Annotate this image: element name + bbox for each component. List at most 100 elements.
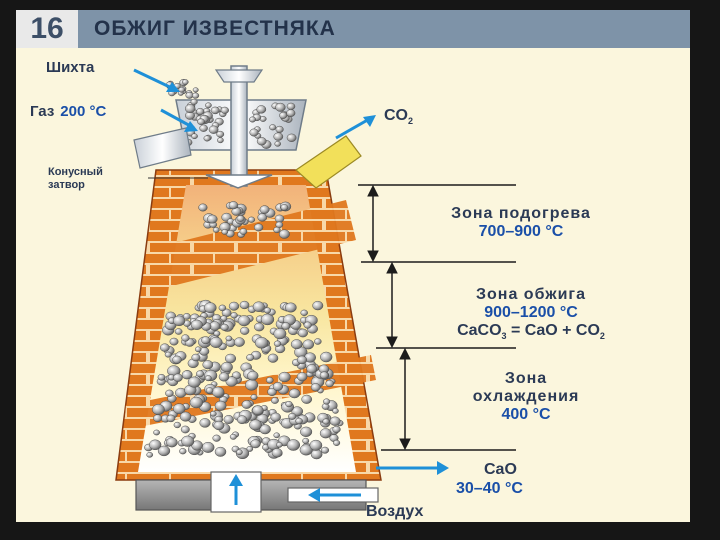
stone <box>192 92 200 99</box>
stone <box>259 424 271 435</box>
stone <box>273 432 280 439</box>
stone <box>198 203 208 212</box>
stone <box>247 370 259 381</box>
flow-arrows <box>133 68 449 505</box>
stone <box>273 226 281 234</box>
stone <box>212 434 221 442</box>
stone <box>286 109 296 117</box>
gas-name: Газ <box>30 103 54 120</box>
stone <box>281 322 291 330</box>
stone <box>286 102 296 111</box>
stone <box>201 441 215 453</box>
stone <box>178 86 185 93</box>
stone <box>309 439 323 451</box>
stone <box>208 125 219 134</box>
stone <box>146 451 154 458</box>
co2-subscript: 2 <box>408 116 413 126</box>
hopper-stones <box>165 78 297 149</box>
stone <box>237 315 251 327</box>
stone <box>153 414 163 423</box>
stone <box>209 410 217 417</box>
stone <box>285 400 293 408</box>
cooling-zone-name-2: охлаждения <box>473 388 580 405</box>
stone <box>181 435 195 447</box>
preheat-dim-bottom <box>367 250 379 263</box>
stone <box>213 330 221 337</box>
stone <box>274 140 281 147</box>
stone <box>199 418 211 428</box>
stone <box>325 379 334 388</box>
stone <box>192 87 199 93</box>
stone <box>182 313 191 320</box>
stone <box>332 425 341 433</box>
stone <box>181 334 190 342</box>
stone <box>174 328 183 335</box>
cone-gate-label-1: Конусный <box>48 166 103 178</box>
stone <box>250 439 261 449</box>
stone <box>275 125 284 133</box>
stone <box>239 300 250 310</box>
stone <box>228 301 240 311</box>
stone <box>240 326 250 335</box>
product-temp: 30–40 °С <box>456 480 523 497</box>
burning-dim-bottom <box>386 336 398 349</box>
gas-arrow-head <box>184 121 198 132</box>
stone <box>213 420 225 431</box>
stone <box>196 107 205 116</box>
stone <box>322 418 330 425</box>
stone <box>296 355 308 365</box>
air-in-arrow-head <box>308 488 320 502</box>
charge-arrow <box>133 68 177 92</box>
stone <box>271 448 283 458</box>
stone <box>266 376 274 384</box>
stone <box>270 397 279 404</box>
cooling-dim-bottom <box>399 438 411 451</box>
stone <box>221 229 229 235</box>
burning-dim-top <box>386 261 398 274</box>
stone <box>247 216 256 223</box>
cooling-dim-top <box>399 347 411 360</box>
gas-label: Газ 200 °С <box>30 103 106 120</box>
stone <box>250 394 258 401</box>
stone <box>273 328 287 340</box>
stone <box>189 396 203 409</box>
stone <box>259 205 270 214</box>
stone <box>236 449 243 456</box>
preheat-zone-name: Зона подогрева <box>451 205 591 222</box>
stone <box>246 354 255 361</box>
stone <box>197 118 205 125</box>
stone <box>220 361 233 373</box>
stone <box>179 448 187 455</box>
stone <box>173 421 181 429</box>
equation-products: = CaO + CO <box>507 322 600 339</box>
stone <box>302 339 315 350</box>
equation-sub-3: 3 <box>502 331 507 341</box>
stone <box>229 433 237 440</box>
stone <box>225 376 238 387</box>
gas-temperature: 200 °С <box>60 103 106 120</box>
stone <box>187 376 201 388</box>
equation-reactant: CaCO <box>457 322 501 339</box>
stone <box>236 215 245 222</box>
stone <box>272 382 284 391</box>
slide-title: ОБЖИГ ИЗВЕСТНЯКА <box>94 17 336 40</box>
slide-number: 16 <box>16 10 78 48</box>
stone <box>225 335 233 342</box>
gas-inlet-pipe <box>133 127 192 169</box>
stone <box>323 398 331 405</box>
stone <box>196 370 205 378</box>
co2-label: CO2 <box>384 107 413 126</box>
stone <box>269 124 277 131</box>
stone <box>153 429 160 436</box>
stone <box>319 371 329 379</box>
stone <box>166 437 178 448</box>
stone <box>286 439 301 451</box>
air-label: Воздух <box>366 503 424 520</box>
stone <box>164 351 172 358</box>
stone <box>205 387 214 394</box>
stone <box>286 133 297 142</box>
stone <box>228 201 239 210</box>
stone <box>278 229 290 239</box>
stone <box>212 227 220 233</box>
stone <box>297 328 308 338</box>
